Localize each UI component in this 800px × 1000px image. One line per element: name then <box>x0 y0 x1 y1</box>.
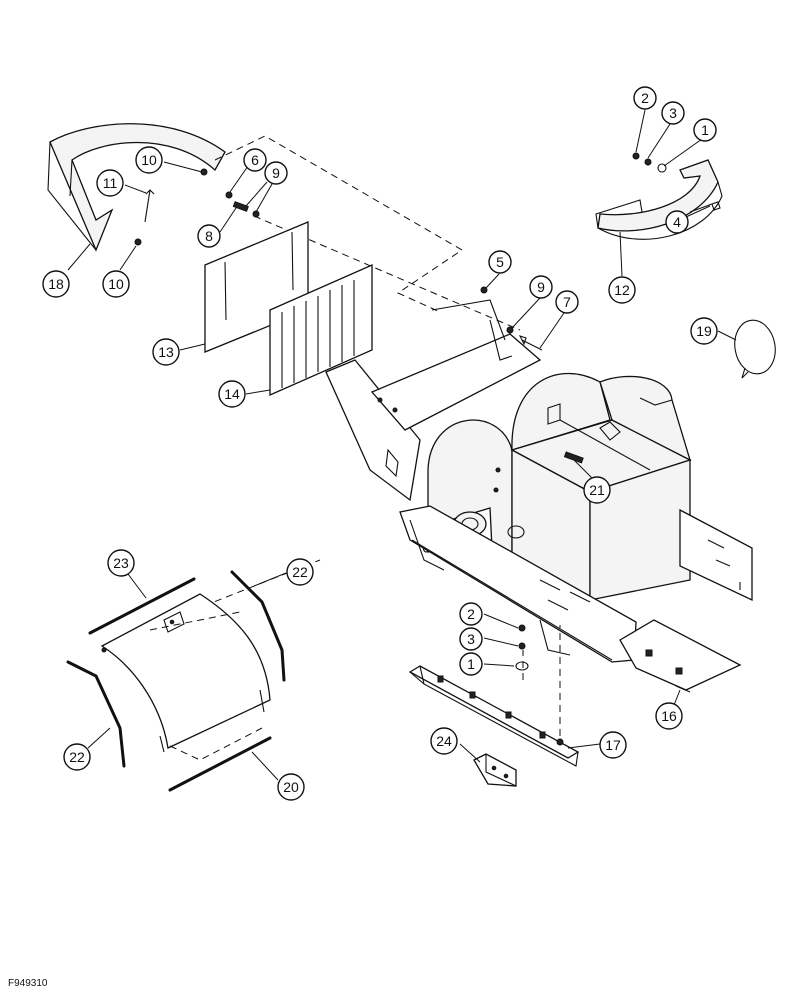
part-16-base-plate <box>619 619 742 693</box>
callout-22-right: 22 <box>286 558 314 586</box>
callout-12-label: 12 <box>614 282 630 298</box>
callout-9-upper: 9 <box>264 161 288 185</box>
callout-8-label: 8 <box>205 228 213 244</box>
callout-leaders <box>67 109 737 781</box>
hardware-group-1-2-3-lower <box>515 624 529 671</box>
callout-23-label: 23 <box>113 555 129 571</box>
figure-code: F949310 <box>8 978 48 989</box>
part-23-top-strip <box>88 577 196 635</box>
callout-17: 17 <box>599 731 627 759</box>
callout-10-upper: 10 <box>135 146 163 174</box>
callout-19: 19 <box>690 317 718 345</box>
callout-3-upper-label: 3 <box>669 105 677 121</box>
callout-5: 5 <box>488 250 512 274</box>
part-18-curved-shield <box>47 123 226 252</box>
callout-20: 20 <box>277 773 305 801</box>
callout-8: 8 <box>197 224 221 248</box>
callout-6: 6 <box>243 148 267 172</box>
hardware-11-bolt <box>144 189 155 223</box>
hardware-group-6-8-9 <box>225 191 260 218</box>
callout-2-lower: 2 <box>459 602 483 626</box>
alignment-line-upper <box>214 135 463 313</box>
callout-3-lower: 3 <box>459 627 483 651</box>
callout-16: 16 <box>655 702 683 730</box>
callout-14-label: 14 <box>224 386 240 402</box>
part-19-ring-clip <box>734 319 776 379</box>
callout-12: 12 <box>608 276 636 304</box>
part-17-mounting-bar <box>408 665 580 767</box>
callout-22-left: 22 <box>63 743 91 771</box>
part-22-side-bracket-right <box>230 570 286 682</box>
callout-14: 14 <box>218 380 246 408</box>
part-22-side-bracket-left <box>66 660 126 768</box>
lower-cover-panel <box>100 593 271 761</box>
callout-4-label: 4 <box>673 214 681 230</box>
callout-22-left-label: 22 <box>69 749 85 765</box>
callout-3-upper: 3 <box>661 101 685 125</box>
callout-9-middle-label: 9 <box>537 279 545 295</box>
callout-19-label: 19 <box>696 323 712 339</box>
callout-1-lower: 1 <box>459 652 483 676</box>
callout-1-lower-label: 1 <box>467 656 475 672</box>
callout-10-upper-label: 10 <box>141 152 157 168</box>
callout-9-middle: 9 <box>529 275 553 299</box>
callout-18: 18 <box>42 270 70 298</box>
callout-1-upper-label: 1 <box>701 122 709 138</box>
hardware-group-5-7-9 <box>480 286 543 351</box>
callout-24-label: 24 <box>436 733 452 749</box>
callout-20-label: 20 <box>283 779 299 795</box>
callout-7: 7 <box>555 290 579 314</box>
callout-11-label: 11 <box>103 175 118 191</box>
callout-13-label: 13 <box>158 344 174 360</box>
part-20-bottom-strip <box>168 736 272 792</box>
callout-21-label: 21 <box>589 482 605 498</box>
callout-10-lower-label: 10 <box>108 276 124 292</box>
callout-21: 21 <box>583 476 611 504</box>
callout-24: 24 <box>430 727 458 755</box>
hardware-10-nut-lower <box>134 238 142 246</box>
callout-2-upper-label: 2 <box>641 90 649 106</box>
callout-3-lower-label: 3 <box>467 631 475 647</box>
callout-17-label: 17 <box>605 737 621 753</box>
callout-1-upper: 1 <box>693 118 717 142</box>
callout-6-label: 6 <box>251 152 259 168</box>
part-24-bracket <box>473 753 517 787</box>
callout-13: 13 <box>152 338 180 366</box>
callout-16-label: 16 <box>661 708 677 724</box>
part-12-curved-guard <box>595 159 723 240</box>
callout-2-upper: 2 <box>633 86 657 110</box>
callout-18-label: 18 <box>48 276 64 292</box>
hardware-group-1-2-3-4-upper <box>632 152 721 213</box>
callout-2-lower-label: 2 <box>467 606 475 622</box>
callout-10-lower: 10 <box>102 270 130 298</box>
callout-22-right-label: 22 <box>292 564 308 580</box>
main-housing-assembly <box>325 299 753 663</box>
callout-23: 23 <box>107 549 135 577</box>
callout-11: 11 <box>96 169 124 197</box>
part-14-ribbed-panel <box>269 264 373 396</box>
callout-7-label: 7 <box>563 294 571 310</box>
callout-5-label: 5 <box>496 254 504 270</box>
callout-4: 4 <box>665 210 689 234</box>
callout-9-upper-label: 9 <box>272 165 280 181</box>
